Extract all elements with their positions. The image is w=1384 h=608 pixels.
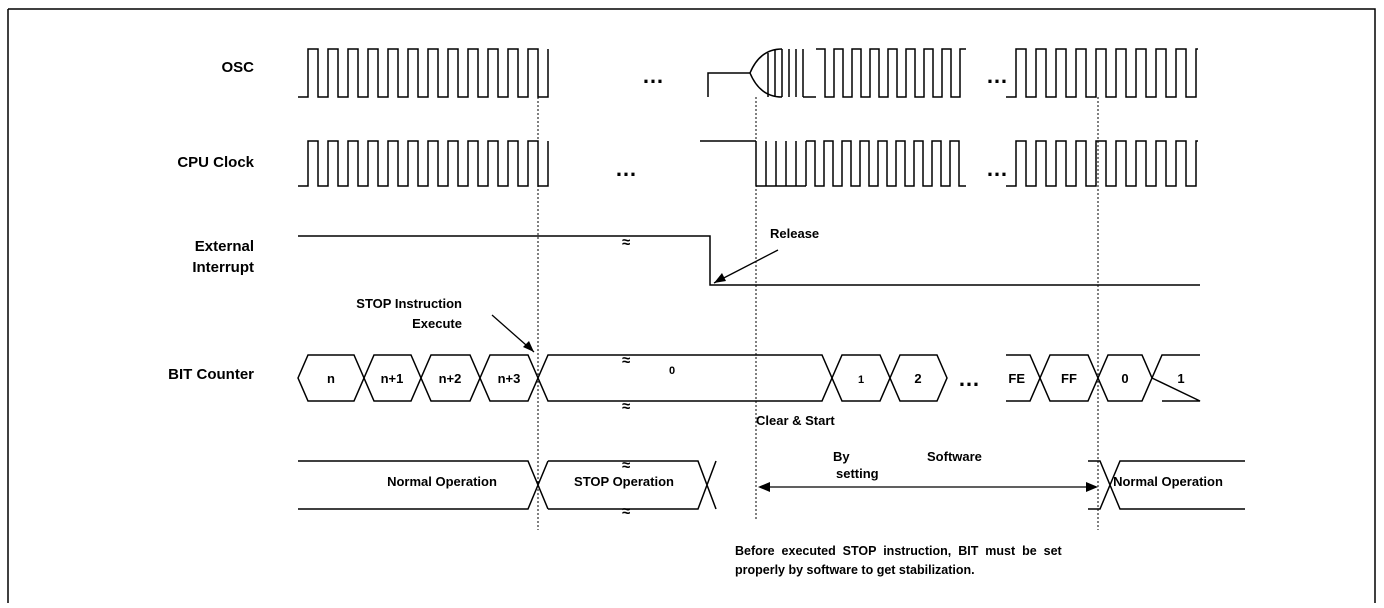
cpu-clock-label: CPU Clock [177,154,254,171]
osc-label: OSC [221,59,254,76]
note-line-1: Before executed STOP instruction, BIT mu… [735,544,1063,558]
note-line-2: properly by software to get stabilizatio… [735,563,975,577]
bit-ellipsis: … [958,366,980,391]
clear-start-label: Clear & Start [756,413,835,428]
diagram-border [7,8,1376,603]
by-label: By [833,449,850,464]
cpu-ellipsis-2: … [986,156,1008,181]
external-interrupt-label-2: Interrupt [192,259,254,276]
bit-value-ff: FF [1061,371,1077,386]
bit-value-n2: n+2 [439,371,462,386]
normal-operation-2: Normal Operation [1113,474,1223,489]
ext-int-break-mark: ≈ [622,234,630,251]
external-interrupt-waveform [298,235,1200,286]
release-label: Release [770,226,819,241]
bit-value-zero: 0 [669,365,675,377]
cpu-ellipsis: … [615,156,637,181]
bit-value-n: n [327,371,335,386]
osc-waveform [298,48,1198,98]
setting-label: setting [836,466,879,481]
bit-value-n3: n+3 [498,371,521,386]
software-setting-arrow-right [1086,482,1098,492]
stop-operation: STOP Operation [574,474,674,489]
guide-lines [537,97,1099,530]
release-arrow [713,249,779,284]
osc-ellipsis-2: … [986,63,1008,88]
bit-value-two: 2 [914,371,921,386]
external-interrupt-label-1: External [195,238,254,255]
stop-instruction-label-2: Execute [412,316,462,331]
software-label: Software [927,449,982,464]
bit-value-one: 1 [858,374,864,386]
bit-counter-values: n n+1 n+2 n+3 0 1 2 FE FF 0 1 [327,365,1185,386]
bit-break-bottom: ≈ [622,398,630,415]
op-break-bottom: ≈ [622,503,630,520]
ext-int-break-glyph: ≈ [622,234,630,251]
stop-instruction-arrowhead [523,341,534,352]
software-setting-arrow-left [758,482,770,492]
operation-bus [298,460,1245,510]
bit-value-zero-b: 0 [1121,371,1128,386]
stop-instruction-label-1: STOP Instruction [356,296,462,311]
osc-ellipsis: … [642,63,664,88]
op-break-top: ≈ [622,457,630,474]
release-arrowhead [714,273,726,283]
normal-operation-1: Normal Operation [387,474,497,489]
bit-value-n1: n+1 [381,371,404,386]
bit-value-one-b: 1 [1177,371,1184,386]
bit-value-fe: FE [1008,371,1025,386]
bit-break-top: ≈ [622,352,630,369]
bit-counter-label: BIT Counter [168,366,254,383]
cpu-clock-waveform [298,140,1198,187]
